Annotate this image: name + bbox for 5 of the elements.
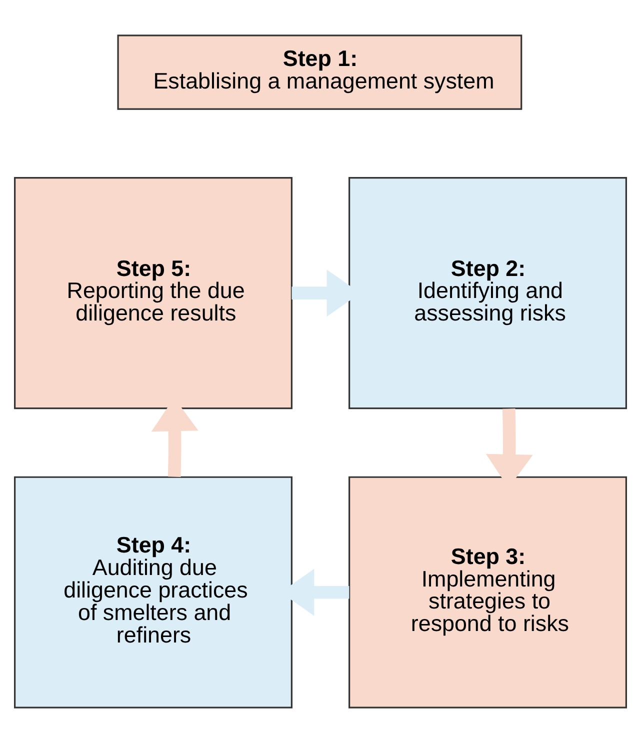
node-box: Step 1: Establising a management system	[117, 34, 522, 110]
node-box: Step 3: Implementing strategies to respond to risks	[348, 476, 627, 708]
node-box: Step 4: Auditing due diligence practices of smelters and refiners	[14, 476, 292, 708]
node-box: Step 2: Identifying and assessing risks	[348, 176, 627, 409]
node-box: Step 5: Reporting the due diligence results	[14, 176, 292, 409]
